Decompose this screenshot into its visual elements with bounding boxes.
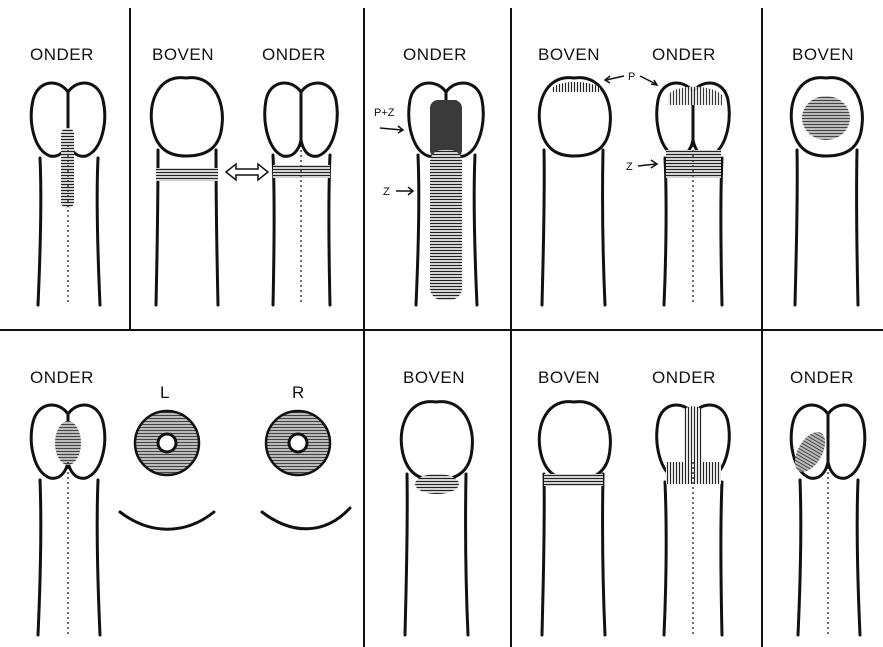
figure-top-3-onder: ONDER P+Z Z bbox=[374, 45, 483, 305]
label-onder: ONDER bbox=[262, 45, 326, 64]
figure-bottom-3-onder: ONDER bbox=[652, 368, 729, 635]
figure-top-1-onder: ONDER bbox=[30, 45, 105, 305]
label-onder: ONDER bbox=[652, 45, 716, 64]
shaded-frenulum bbox=[684, 406, 702, 465]
figure-bottom-1-right-view: R bbox=[262, 383, 350, 529]
label-boven: BOVEN bbox=[538, 368, 600, 387]
figure-top-2-boven: BOVEN bbox=[151, 45, 222, 305]
shaded-lesion bbox=[55, 421, 81, 465]
label-z: Z bbox=[626, 161, 633, 173]
label-boven: BOVEN bbox=[792, 45, 854, 64]
figure-bottom-3-boven: BOVEN bbox=[538, 368, 610, 635]
figure-top-5-boven: BOVEN bbox=[791, 45, 862, 305]
label-p-plus-z: P+Z bbox=[374, 107, 395, 119]
shaded-lesion bbox=[802, 96, 850, 140]
label-boven: BOVEN bbox=[152, 45, 214, 64]
label-onder: ONDER bbox=[790, 368, 854, 387]
double-arrow bbox=[226, 164, 268, 180]
label-onder: ONDER bbox=[30, 368, 94, 387]
shaded-band bbox=[666, 150, 721, 178]
label-p: P bbox=[628, 71, 635, 83]
figure-bottom-4-onder: ONDER bbox=[789, 368, 865, 635]
label-boven: BOVEN bbox=[538, 45, 600, 64]
label-onder: ONDER bbox=[652, 368, 716, 387]
shaded-ring bbox=[544, 474, 603, 486]
figure-top-2-onder: ONDER bbox=[262, 45, 337, 305]
shaded-lesion bbox=[430, 150, 462, 300]
shaded-ring bbox=[156, 168, 218, 181]
figure-top-4-onder: ONDER Z bbox=[626, 45, 729, 305]
figure-bottom-1-left-view: L bbox=[120, 383, 214, 529]
figure-bottom-2-boven: BOVEN bbox=[401, 368, 472, 635]
figure-top-4-boven: BOVEN P bbox=[538, 45, 657, 305]
shaded-ring bbox=[415, 474, 459, 494]
label-right: R bbox=[292, 383, 305, 402]
label-onder: ONDER bbox=[30, 45, 94, 64]
label-left: L bbox=[160, 383, 170, 402]
label-boven: BOVEN bbox=[403, 368, 465, 387]
figure-bottom-1-onder: ONDER bbox=[30, 368, 105, 635]
shaded-lesion-dense bbox=[430, 100, 462, 158]
label-onder: ONDER bbox=[403, 45, 467, 64]
label-z: Z bbox=[383, 186, 390, 198]
